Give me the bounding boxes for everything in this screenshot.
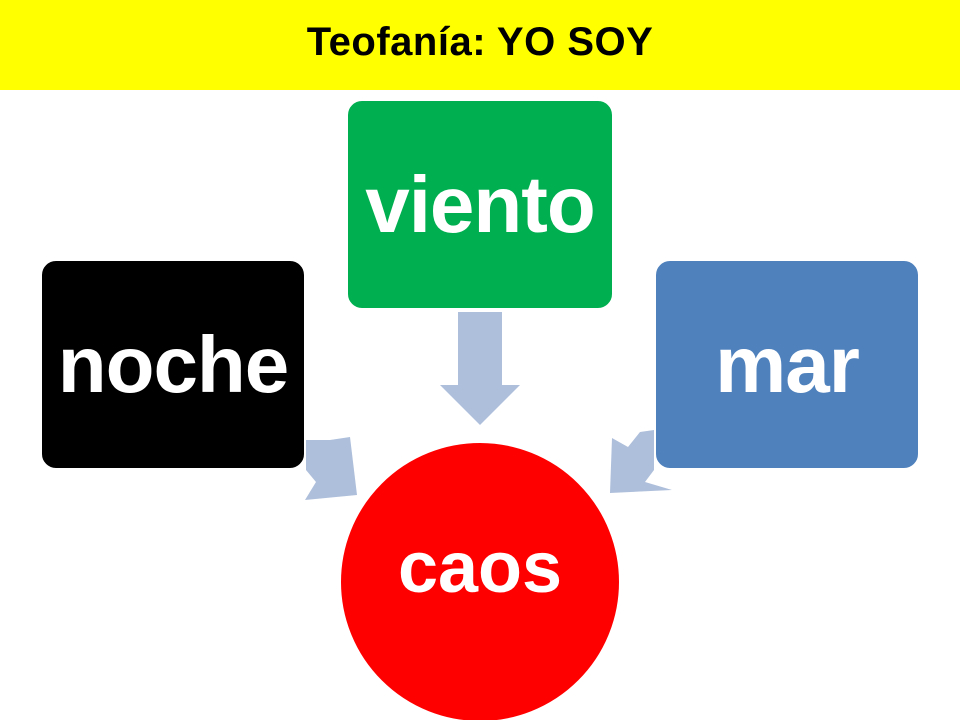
node-caos: caos xyxy=(339,441,621,720)
node-viento: viento xyxy=(346,99,614,310)
arrow-viento-to-caos xyxy=(440,312,520,425)
node-noche: noche xyxy=(40,259,306,470)
title-bar: Teofanía: YO SOY xyxy=(0,0,960,90)
node-mar: mar xyxy=(654,259,920,470)
arrow-noche-to-caos xyxy=(305,437,357,500)
slide-title: Teofanía: YO SOY xyxy=(306,19,654,64)
arrow-mar-to-caos xyxy=(610,430,672,493)
